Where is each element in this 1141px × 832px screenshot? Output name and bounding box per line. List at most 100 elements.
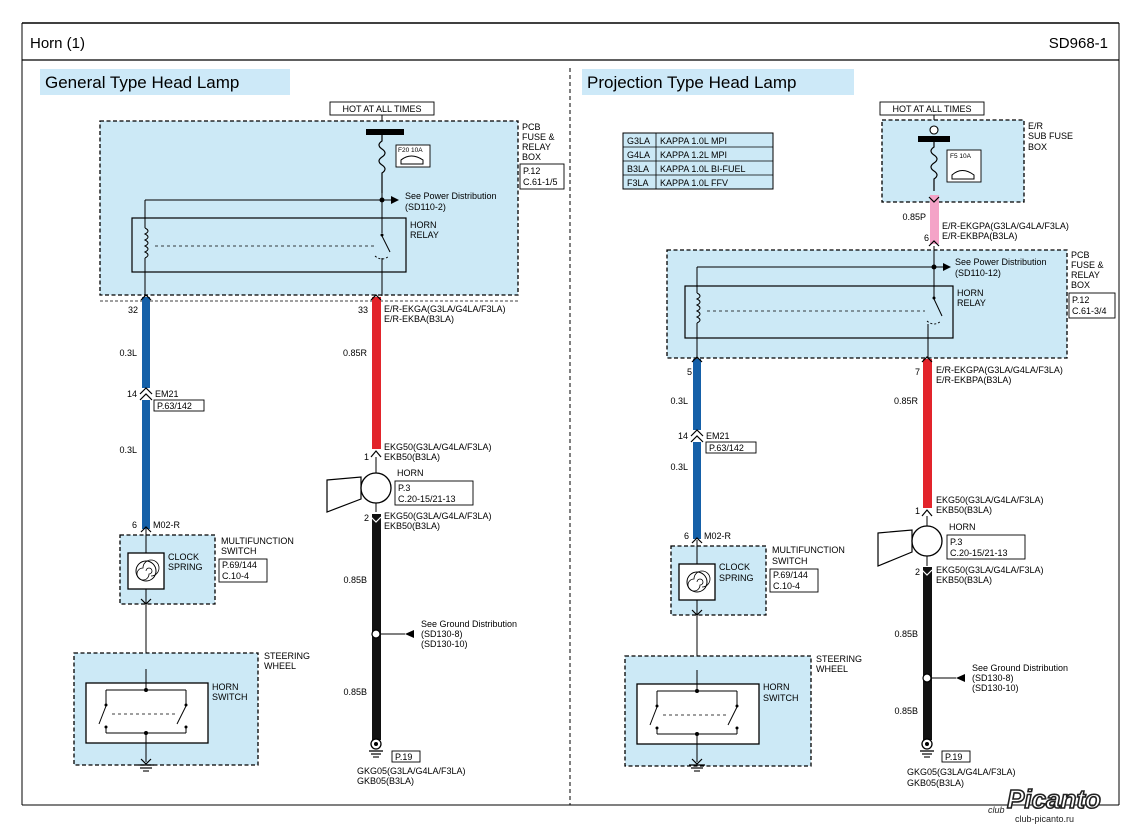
general-wire-b1: 0.85B	[343, 575, 367, 585]
projection-hot-box	[879, 101, 985, 116]
general-wire-1: 0.3L	[119, 348, 137, 358]
general-horn-label: HORN	[397, 468, 424, 478]
projection-gnd-conn-1: GKG05(G3LA/G4LA/F3LA)	[907, 767, 1016, 777]
projection-title-bar	[582, 69, 854, 95]
projection-horn-conn2-1: EKG50(G3LA/G4LA/F3LA)	[936, 565, 1044, 575]
general-pin-m: 6	[132, 520, 137, 530]
projection-clock-2: SPRING	[719, 573, 754, 583]
general-title-bar	[40, 69, 290, 95]
general-horn-relay	[131, 217, 407, 273]
general-pcb-name-2: FUSE &	[522, 132, 555, 142]
general-horn-pin2: 2	[364, 513, 369, 523]
projection-wire-p: 0.85P	[902, 212, 926, 222]
general-conn-right-1: E/R-EKGA(G3LA/G4LA/F3LA)	[384, 304, 506, 314]
projection-pcb-name-2: FUSE &	[1071, 260, 1104, 270]
projection-horn-sw-1: HORN	[763, 682, 790, 692]
general-gnd-ref: P.19	[395, 752, 412, 762]
relay-coil-icon	[695, 292, 701, 324]
general-pin-em: 14	[127, 389, 137, 399]
general-mf-ref-2: C.10-4	[222, 571, 249, 581]
general-wire-r: 0.85R	[343, 348, 368, 358]
legend-code: F3LA	[627, 178, 649, 188]
projection-pin-em: 14	[678, 431, 688, 441]
projection-wire-b2: 0.85B	[894, 706, 918, 716]
general-em-ref: P.63/142	[157, 401, 192, 411]
projection-mf-ref-1: P.69/144	[773, 570, 808, 580]
general-horn-icon	[326, 476, 362, 513]
projection-horn-relay	[684, 285, 954, 339]
general-m-conn: M02-R	[153, 520, 181, 530]
legend-desc: KAPPA 1.2L MPI	[660, 150, 727, 160]
general-fuse-label: F20 10A	[398, 147, 423, 154]
projection-sub-2: SUB FUSE	[1028, 131, 1073, 141]
projection-mf-2: SWITCH	[772, 556, 808, 566]
projection-ground-see-2: (SD130-8)	[972, 673, 1014, 683]
projection-pcb-name-4: BOX	[1071, 280, 1090, 290]
projection-ground-see-3: (SD130-10)	[972, 683, 1019, 693]
general-mf-ref-1: P.69/144	[222, 560, 257, 570]
projection-pin-7: 7	[915, 367, 920, 377]
projection-hot-label: HOT AT ALL TIMES	[892, 104, 971, 114]
legend-code: G3LA	[627, 136, 650, 146]
projection-sub-3: BOX	[1028, 142, 1047, 152]
general-steer-1: STEERING	[264, 651, 310, 661]
legend-desc: KAPPA 1.0L FFV	[660, 178, 728, 188]
projection-horn-ref-2: C.20-15/21-13	[950, 548, 1008, 558]
projection-wire-pink	[930, 195, 939, 244]
watermark-brand: Picanto	[1007, 784, 1101, 814]
general-wire-b2: 0.85B	[343, 687, 367, 697]
projection-horn-conn1-1: EKG50(G3LA/G4LA/F3LA)	[936, 495, 1044, 505]
projection-relay-1: HORN	[957, 288, 984, 298]
projection-section: Projection Type Head Lamp G3LA KAPPA 1.0…	[582, 69, 1116, 788]
general-power-see-1: See Power Distribution	[405, 191, 497, 201]
projection-em: EM21	[706, 431, 730, 441]
general-pcb-ref-box	[519, 163, 565, 190]
projection-pin-top: 6	[924, 233, 929, 243]
projection-pin-5: 5	[687, 367, 692, 377]
page-frame	[21, 22, 1120, 806]
general-horn-sw-2: SWITCH	[212, 692, 248, 702]
general-clock-1: CLOCK	[168, 552, 199, 562]
general-pin-33: 33	[358, 305, 368, 315]
projection-power-see-1: See Power Distribution	[955, 257, 1047, 267]
general-wire-red	[372, 297, 381, 449]
watermark-url: club-picanto.ru	[1015, 814, 1074, 824]
projection-horn-sw-2: SWITCH	[763, 693, 799, 703]
projection-steer-2: WHEEL	[816, 664, 848, 674]
projection-steer-1: STEERING	[816, 654, 862, 664]
projection-title: Projection Type Head Lamp	[587, 73, 796, 92]
relay-coil-icon	[143, 227, 149, 259]
projection-pcb-name-1: PCB	[1071, 250, 1090, 260]
general-horn-sw-1: HORN	[212, 682, 239, 692]
general-mf-1: MULTIFUNCTION	[221, 536, 294, 546]
general-gnd-conn-1: GKG05(G3LA/G4LA/F3LA)	[357, 766, 466, 776]
general-conn-right-2: E/R-EKBA(B3LA)	[384, 314, 454, 324]
legend-code: G4LA	[627, 150, 650, 160]
general-power-see-2: (SD110-2)	[405, 202, 446, 212]
projection-horn-pin2: 2	[915, 567, 920, 577]
projection-wire-red	[923, 359, 932, 508]
general-pcb-name-4: BOX	[522, 152, 541, 162]
general-relay-1: HORN	[410, 220, 437, 230]
general-fuse-symbol	[378, 135, 386, 193]
general-ground-see-2: (SD130-8)	[421, 629, 463, 639]
relay-switch-icon	[381, 235, 391, 253]
projection-conn-right-2: E/R-EKBPA(B3LA)	[936, 375, 1011, 385]
projection-horn	[911, 525, 943, 557]
projection-fuse-box	[946, 149, 982, 183]
general-pcb-name-1: PCB	[522, 122, 541, 132]
page-title: Horn (1)	[30, 35, 85, 52]
projection-m-conn: M02-R	[704, 531, 732, 541]
projection-wire-1: 0.3L	[670, 396, 688, 406]
general-horn-conn1-2: EKB50(B3LA)	[384, 452, 440, 462]
general-horn-pin1: 1	[364, 452, 369, 462]
projection-horn-conn1-2: EKB50(B3LA)	[936, 505, 992, 515]
projection-mf-ref-2: C.10-4	[773, 581, 800, 591]
projection-clock-1: CLOCK	[719, 562, 750, 572]
general-horn-conn2-2: EKB50(B3LA)	[384, 521, 440, 531]
projection-horn-conn2-2: EKB50(B3LA)	[936, 575, 992, 585]
projection-horn-pin1: 1	[915, 506, 920, 516]
general-clock-2: SPRING	[168, 562, 203, 572]
projection-pcb-ref-2: C.61-3/4	[1072, 306, 1107, 316]
projection-pcb-ref-1: P.12	[1072, 295, 1089, 305]
